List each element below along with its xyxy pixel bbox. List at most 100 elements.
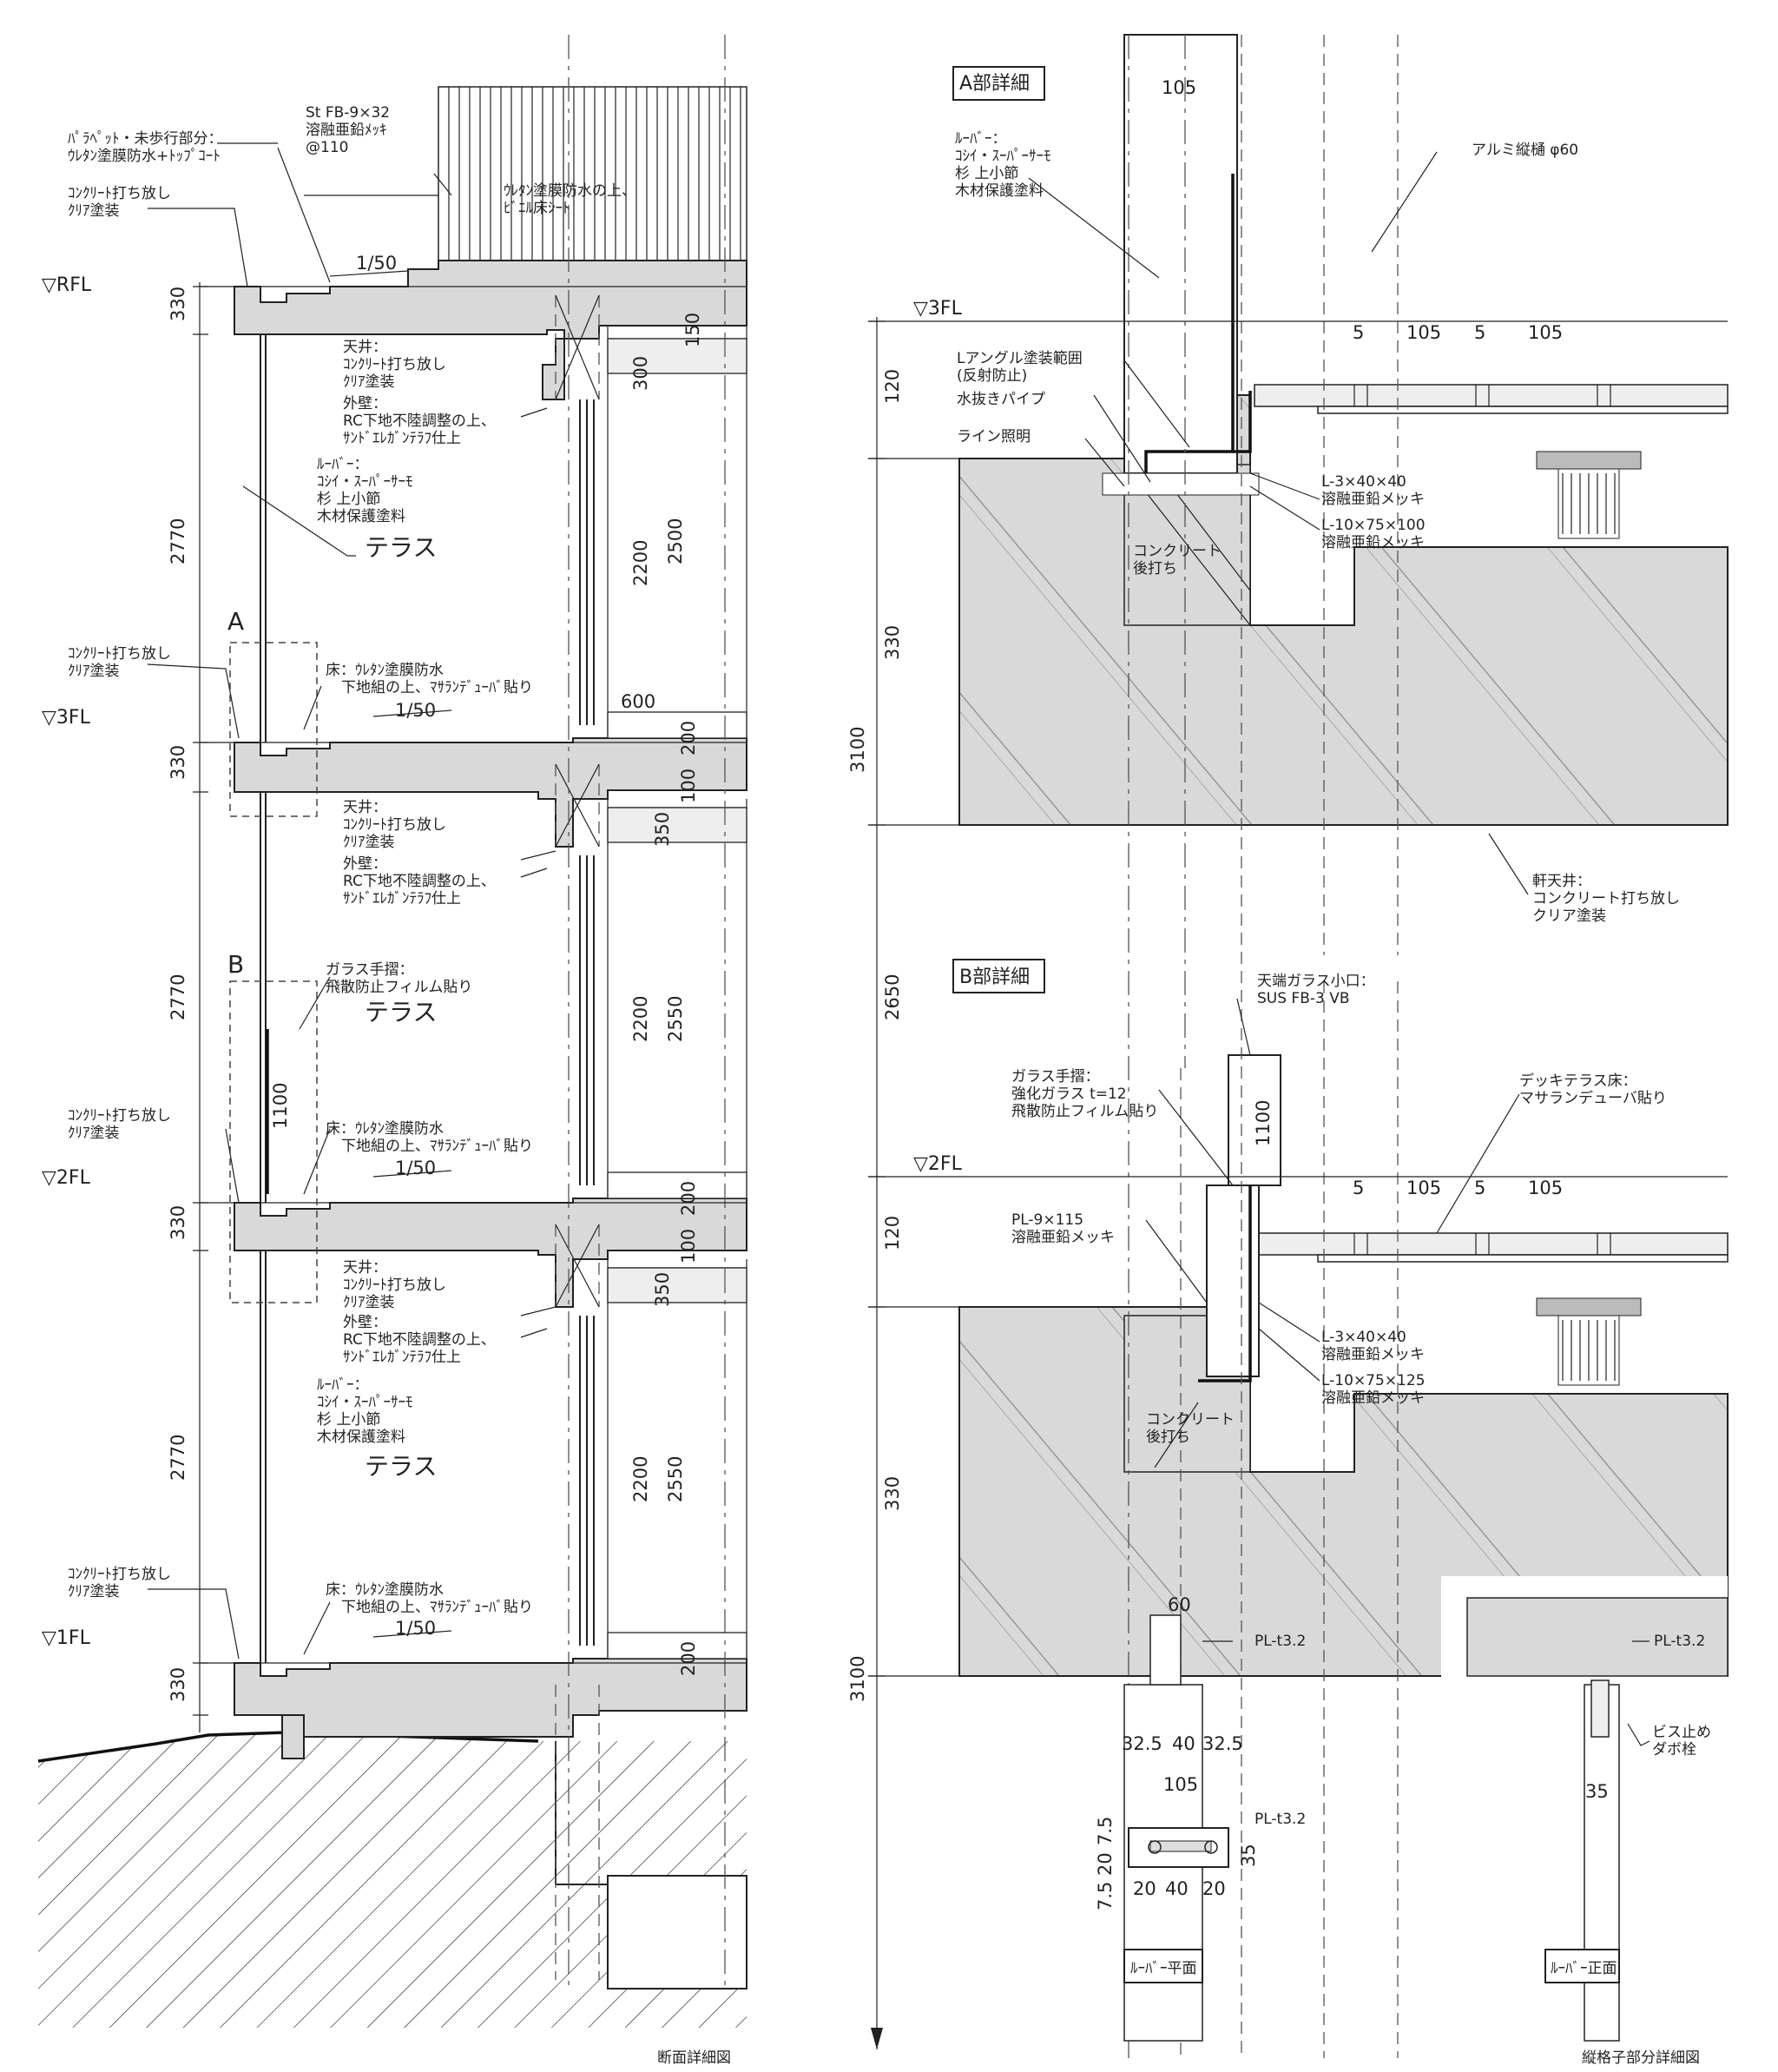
dim-330-r: 330 — [168, 287, 188, 321]
dim-330-3f: 330 — [168, 745, 188, 780]
room-label-2f: テラス — [365, 998, 437, 1026]
dim-150: 150 — [682, 313, 703, 347]
plan-dim-side-b: 20 — [1095, 1852, 1116, 1876]
dim-2500: 2500 — [665, 518, 686, 564]
parapet-note: ﾊﾟﾗﾍﾟｯﾄ・未歩行部分：ｳﾚﾀﾝ塗膜防水+ﾄｯﾌﾟｺｰﾄ — [68, 130, 223, 165]
glass-top-note: 天端ガラス小口：SUS FB-3 VB — [1257, 973, 1375, 1007]
slab-2f — [234, 1198, 747, 1308]
dim-330-1f: 330 — [168, 1667, 188, 1702]
dim-2770-a: 2770 — [168, 518, 188, 564]
deck-dim-d: 105 — [1528, 322, 1563, 343]
plan-dim-20b: 20 — [1202, 1878, 1226, 1899]
plan-pl-label2: PL-t3.2 — [1254, 1811, 1306, 1828]
dim-200-c: 200 — [678, 1641, 699, 1676]
angle-range-note: Lアングル塗装範囲(反射防止) — [957, 349, 1083, 385]
deck-dim-b-a: 5 — [1353, 1178, 1364, 1198]
deck-b-note: デッキテラス床：マサランデューバ貼り — [1519, 1072, 1667, 1107]
plan-dim-105: 105 — [1163, 1774, 1198, 1795]
roof-floor-note: ｳﾚﾀﾝ塗膜防水の上、ﾋﾞﾆﾙ床ｼｰﾄ — [504, 181, 636, 217]
louver-a-note: ﾙｰﾊﾞｰ：ｺｼｲ・ｽｰﾊﾟｰｻｰﾓ杉 上小節木材保護塗料 — [955, 130, 1051, 200]
right-caption: 縦格子部分詳細図 — [1582, 2049, 1700, 2067]
dim-300: 300 — [630, 356, 651, 391]
room-label-3f: テラス — [365, 533, 437, 562]
conc-3f-note: ｺﾝｸﾘｰﾄ打ち放しｸﾘｱ塗装 — [68, 645, 171, 680]
dim-200-b: 200 — [678, 1181, 699, 1216]
wall1-note: 外壁：RC下地不陸調整の上、ｻﾝﾄﾞｴﾚｶﾞﾝﾃﾗﾌ仕上 — [343, 395, 496, 447]
slab-3f — [234, 737, 747, 848]
dim-330-b: 330 — [882, 1476, 903, 1511]
dim-120-b: 120 — [882, 1216, 903, 1250]
dim-2550-b: 2550 — [665, 1456, 686, 1502]
drain-note: 水抜きパイプ — [957, 391, 1045, 408]
light-note: ライン照明 — [957, 428, 1031, 445]
deck-dim-b: 105 — [1406, 322, 1441, 343]
plan-dim-40: 40 — [1172, 1733, 1195, 1754]
louver1-note: ﾙｰﾊﾞｰ：ｺｼｲ・ｽｰﾊﾟｰｻｰﾓ杉 上小節木材保護塗料 — [317, 456, 413, 525]
pedestal-a — [1536, 451, 1642, 539]
dim-2550-a: 2550 — [665, 996, 686, 1042]
ceiling2-note: 天井：ｺﾝｸﾘｰﾄ打ち放しｸﾘｱ塗装 — [343, 799, 446, 851]
dim-100-b: 100 — [678, 1229, 699, 1264]
plan-dim-20a: 20 — [1133, 1878, 1156, 1899]
louver-detail — [868, 34, 1729, 2058]
deck-dim-a: 5 — [1353, 322, 1364, 343]
slope-2f: 1/50 — [395, 1158, 436, 1178]
conc-top-note: ｺﾝｸﾘｰﾄ打ち放しｸﾘｱ塗装 — [68, 185, 171, 220]
slope-3f: 1/50 — [395, 700, 436, 721]
plan-dim-35: 35 — [1238, 1844, 1259, 1867]
level-rfl: ▽RFL — [42, 274, 92, 296]
deck-dim-b-d: 105 — [1528, 1178, 1563, 1198]
plan-dim-325a: 32.5 — [1122, 1733, 1162, 1754]
front-dim-35: 35 — [1585, 1781, 1609, 1802]
slope-r: 1/50 — [356, 253, 397, 274]
detail-a-title: A部詳細 — [959, 73, 1030, 95]
section-detail — [37, 35, 747, 2028]
roof-slab — [234, 260, 747, 400]
dim-2650: 2650 — [882, 974, 903, 1020]
detail-mark-b: B — [227, 950, 244, 979]
deck-dim-b-b: 105 — [1406, 1178, 1441, 1198]
dim-2200-a: 2200 — [630, 540, 651, 586]
dim-350-b: 350 — [652, 1272, 673, 1307]
dim-2770-c: 2770 — [168, 1435, 188, 1481]
deck-dim-c: 5 — [1474, 322, 1485, 343]
floor-2f-note: 床：ｳﾚﾀﾝ塗膜防水下地組の上、ﾏｻﾗﾝﾃﾞｭｰﾊﾞ貼り — [326, 1119, 533, 1155]
conc-post-b-note: コンクリート後打ち — [1146, 1411, 1235, 1446]
conc-2f-note: ｺﾝｸﾘｰﾄ打ち放しｸﾘｱ塗装 — [68, 1107, 171, 1142]
dim-2770-b: 2770 — [168, 974, 188, 1020]
level-2fl-r: ▽2FL — [913, 1153, 963, 1175]
ground — [38, 1732, 556, 2028]
plan-dim-side-c: 7.5 — [1095, 1882, 1116, 1910]
louver2-note: ﾙｰﾊﾞｰ：ｺｼｲ・ｽｰﾊﾟｰｻｰﾓ杉 上小節木材保護塗料 — [317, 1376, 413, 1446]
ceiling1-note: 天井：ｺﾝｸﾘｰﾄ打ち放しｸﾘｱ塗装 — [343, 339, 446, 391]
ceiling3-note: 天井：ｺﾝｸﾘｰﾄ打ち放しｸﾘｱ塗装 — [343, 1259, 446, 1311]
plan-dim-40b: 40 — [1165, 1878, 1189, 1899]
dim-120-a: 120 — [882, 369, 903, 404]
dim-105-top: 105 — [1162, 77, 1196, 98]
dim-350-a: 350 — [652, 812, 673, 847]
dim-3100-a: 3100 — [847, 727, 868, 773]
slab-1f — [234, 1658, 747, 1738]
deck-dim-b-c: 5 — [1474, 1178, 1485, 1198]
dim-330-a: 330 — [882, 625, 903, 660]
gutter-note: アルミ縦樋 φ60 — [1472, 142, 1578, 159]
dim-1100-right: 1100 — [1253, 1100, 1274, 1146]
conc-post-a-note: コンクリート後打ち — [1133, 543, 1222, 577]
pedestal-b — [1536, 1297, 1642, 1386]
louver-labels: A部詳細 B部詳細 ▽3FL ▽2FL 105 ﾙｰﾊﾞｰ：ｺｼｲ・ｽｰﾊﾟｰｻ… — [847, 73, 1711, 2067]
dim-1100-left: 1100 — [270, 1083, 291, 1129]
dim-200-a: 200 — [678, 721, 699, 756]
dim-600: 600 — [621, 691, 655, 712]
wall3-note: 外壁：RC下地不陸調整の上、ｻﾝﾄﾞｴﾚｶﾞﾝﾃﾗﾌ仕上 — [343, 1314, 496, 1366]
left-caption: 断面詳細図 — [657, 2049, 731, 2067]
plan-dim-325b: 32.5 — [1202, 1733, 1243, 1754]
front-pl-label: PL-t3.2 — [1654, 1633, 1705, 1650]
floor-1f-note: 床：ｳﾚﾀﾝ塗膜防水下地組の上、ﾏｻﾗﾝﾃﾞｭｰﾊﾞ貼り — [326, 1580, 533, 1616]
front-screw-note: ビス止めダボ栓 — [1652, 1724, 1711, 1759]
